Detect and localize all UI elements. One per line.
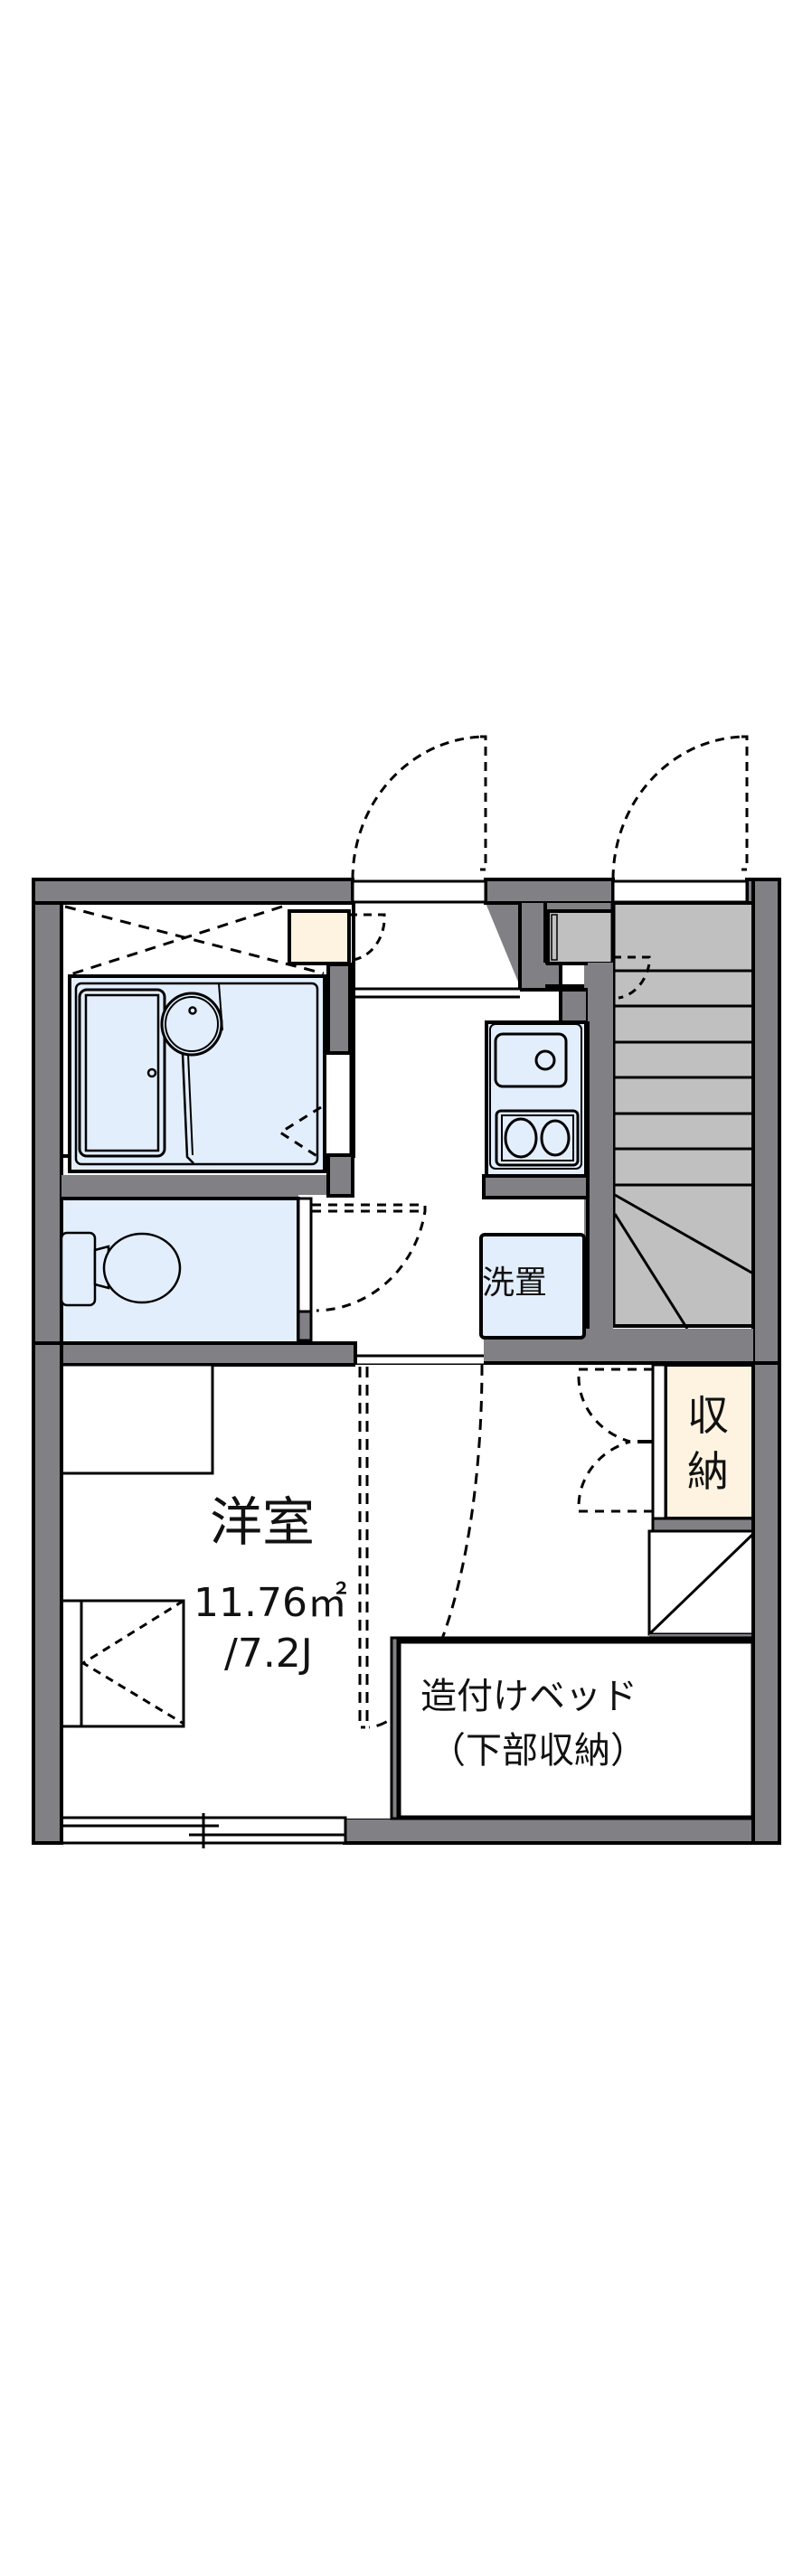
built-in-bed xyxy=(390,1636,756,1820)
storage-label-1: 収 xyxy=(687,1391,729,1440)
washer-space xyxy=(479,1233,586,1340)
bathtub-icon xyxy=(78,988,166,1158)
storage-closet[interactable] xyxy=(577,1363,755,1533)
washbasin-icon xyxy=(160,992,223,1057)
entrance-opening-right[interactable] xyxy=(611,879,749,904)
kitchen-counter xyxy=(485,1020,588,1178)
room-jo: /7.2J xyxy=(224,1631,313,1677)
sink-icon xyxy=(494,1032,568,1088)
room-label-western: 洋室 xyxy=(210,1491,316,1553)
toilet-bowl-icon xyxy=(102,1232,182,1304)
room-area: 11.76㎡ xyxy=(194,1580,347,1626)
built-in-bed-sublabel: （下部収納） xyxy=(430,1730,647,1772)
built-in-bed-label: 造付けベッド xyxy=(420,1676,637,1717)
toilet-tank-icon xyxy=(60,1231,97,1307)
staircase xyxy=(610,901,755,1330)
entrance-opening-left[interactable] xyxy=(351,879,487,904)
shoe-storage-left[interactable] xyxy=(288,909,351,965)
washer-space-label: 洗置 xyxy=(482,1264,548,1302)
entrance-door-swing-left xyxy=(351,735,487,879)
window-sliding[interactable] xyxy=(60,1813,347,1848)
storage-right-entry[interactable] xyxy=(546,909,615,965)
entrance-door-swing-right xyxy=(611,735,749,879)
toilet-room xyxy=(60,1195,427,1345)
storage-label-2: 納 xyxy=(687,1447,729,1496)
bathroom xyxy=(60,901,355,1198)
